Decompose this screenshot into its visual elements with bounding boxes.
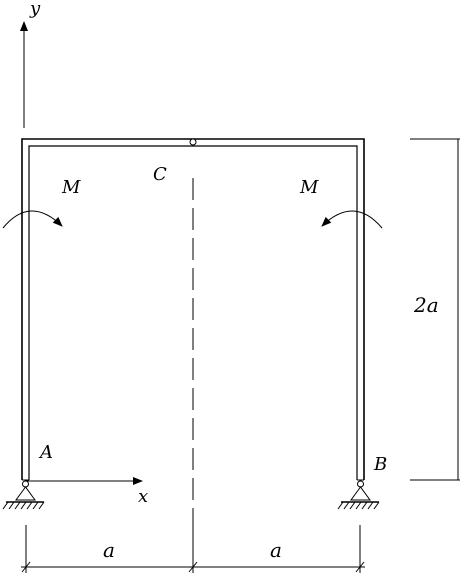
width-right-label: a [270,538,282,562]
support-b [337,480,380,510]
moment-left: M [2,177,81,229]
moment-right-label: M [299,177,319,198]
label-b: B [373,454,387,475]
y-axis: y [20,0,41,128]
height-dim-label: 2a [413,293,439,317]
width-dimension: a a [21,525,365,573]
moment-left-label: M [61,177,81,198]
moment-right: M [299,177,383,229]
y-axis-label: y [29,0,41,19]
x-axis-label: x [138,486,148,507]
hinge-c [189,138,197,146]
width-left-label: a [103,538,115,562]
label-a: A [38,442,53,463]
height-dimension: 2a [410,138,460,481]
label-c: C [153,164,167,185]
support-a [2,480,45,510]
x-axis: x [26,477,148,507]
